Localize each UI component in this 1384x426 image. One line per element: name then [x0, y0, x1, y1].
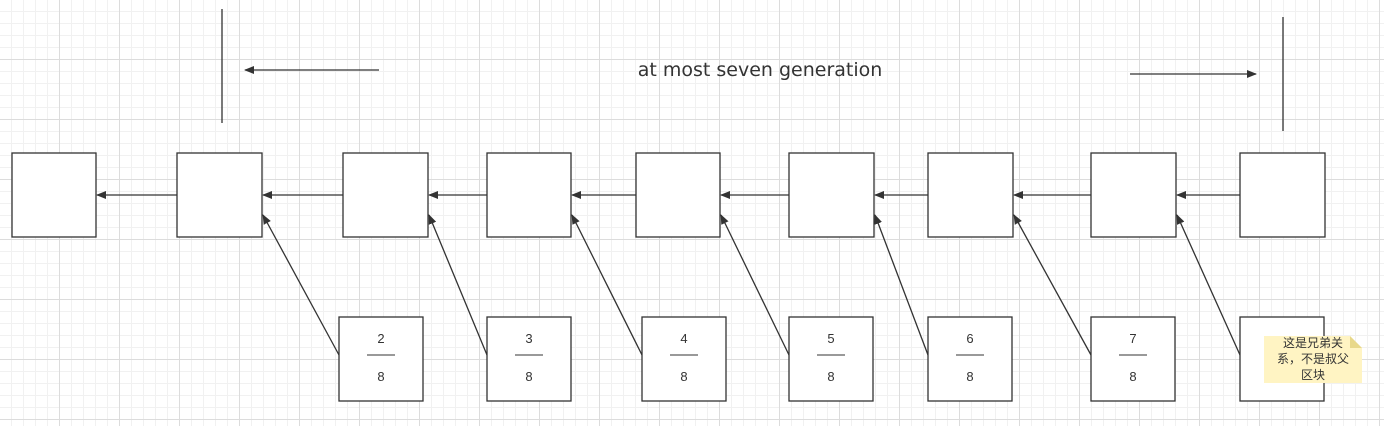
uncle-arrow-2 [428, 214, 488, 356]
chain-block-1[interactable] [11, 152, 97, 238]
uncle-block-5[interactable] [927, 316, 1013, 402]
sticky-note-line: 这是兄弟关 [1283, 335, 1343, 350]
chain-block-3[interactable] [342, 152, 429, 238]
fraction-denominator: 8 [827, 369, 834, 384]
chain-block-5[interactable] [635, 152, 721, 238]
fraction-numerator: 6 [966, 331, 973, 346]
chain-block-7[interactable] [927, 152, 1014, 238]
chain-block-6[interactable] [788, 152, 875, 238]
sticky-note-body [1264, 336, 1362, 383]
sticky-note-line: 区块 [1301, 368, 1325, 382]
uncle-block-4[interactable] [788, 316, 874, 402]
uncle-layer: 2 8 3 8 4 8 5 8 6 8 7 8 [262, 214, 1325, 402]
fraction-denominator: 8 [377, 369, 384, 384]
fraction-numerator: 4 [680, 331, 687, 346]
uncle-block-2[interactable] [486, 316, 572, 402]
uncle-block-1[interactable] [338, 316, 424, 402]
uncle-block-3[interactable] [641, 316, 727, 402]
chain-layer [11, 152, 1326, 238]
fraction-numerator: 2 [377, 331, 384, 346]
sticky-note-fold [1350, 336, 1362, 348]
fraction-denominator: 8 [525, 369, 532, 384]
uncle-block-6[interactable] [1090, 316, 1176, 402]
uncle-arrow-7 [1176, 214, 1241, 356]
sticky-note-line: 系，不是叔父 [1277, 352, 1349, 366]
fraction-numerator: 7 [1129, 331, 1136, 346]
chain-block-9[interactable] [1239, 152, 1326, 238]
chain-block-4[interactable] [486, 152, 572, 238]
uncle-arrow-3 [571, 214, 643, 356]
fraction-denominator: 8 [680, 369, 687, 384]
chain-block-2[interactable] [176, 152, 263, 238]
fraction-numerator: 3 [525, 331, 532, 346]
fraction-numerator: 5 [827, 331, 834, 346]
uncle-arrow-4 [720, 214, 790, 356]
chain-block-8[interactable] [1090, 152, 1177, 238]
fraction-denominator: 8 [1129, 369, 1136, 384]
fraction-denominator: 8 [966, 369, 973, 384]
uncle-arrow-5 [874, 214, 929, 356]
diagram-title: at most seven generation [638, 59, 883, 81]
uncle-arrow-6 [1013, 214, 1092, 356]
uncle-arrow-1 [262, 214, 340, 356]
